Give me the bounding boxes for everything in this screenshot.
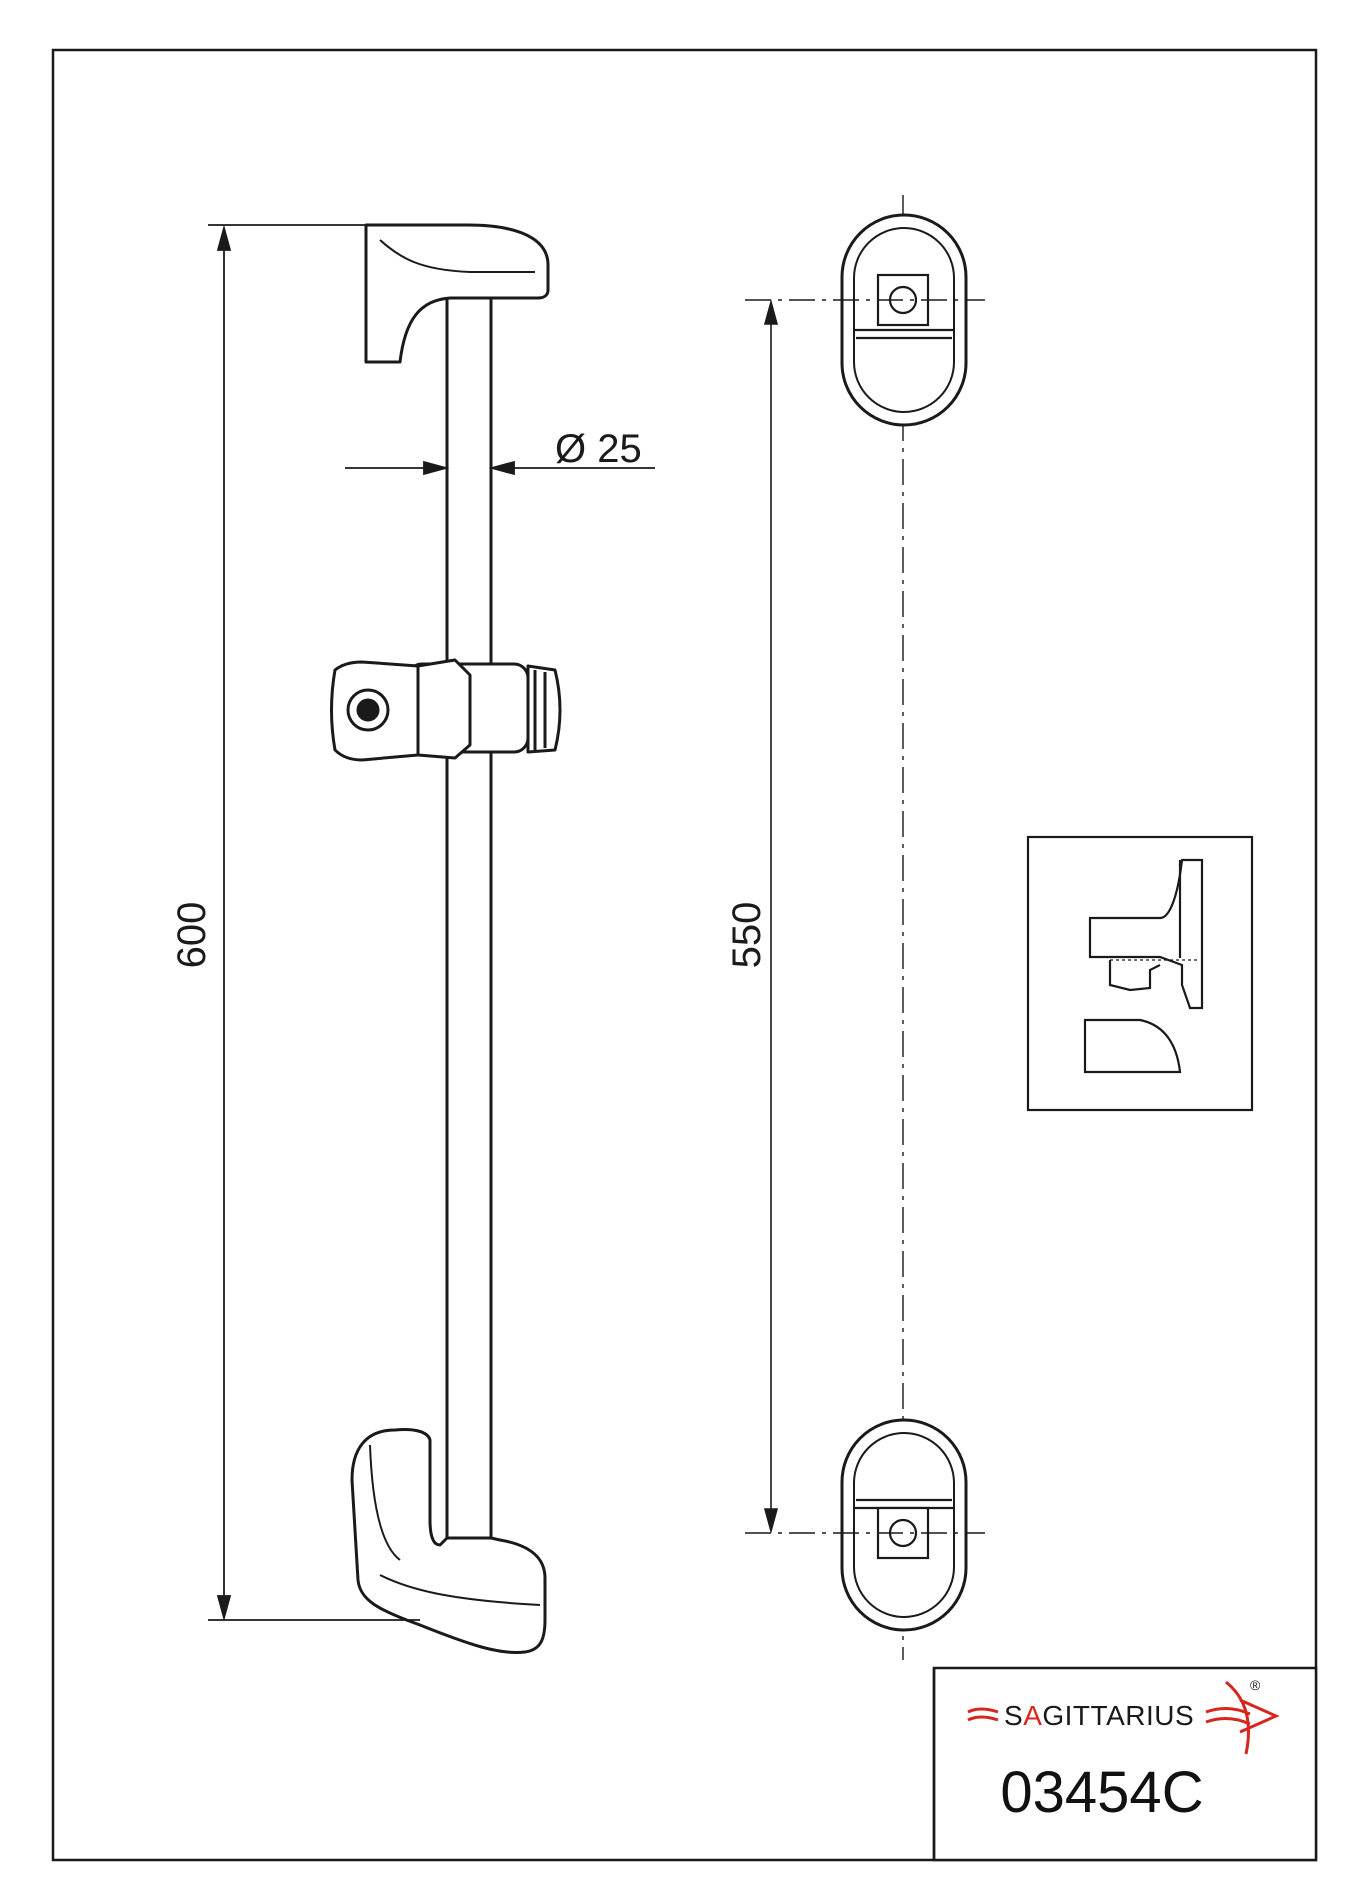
detail-inset: [1026, 835, 1254, 1112]
logo-arrow-icon: [1205, 1680, 1280, 1755]
drawing-frame: [51, 48, 1318, 1862]
product-code: 03454C: [1000, 1760, 1203, 1825]
dimension-overall-length: [208, 224, 420, 1622]
wall-bracket-bottom: [840, 1418, 968, 1632]
brand-logo: SAGITTARIUS ®: [967, 1677, 1280, 1755]
dimension-diameter-label: Ø 25: [555, 427, 642, 471]
dimension-600-label: 600: [170, 902, 214, 969]
logo-wave-left: [967, 1707, 999, 1722]
top-bracket-highlight: [379, 239, 535, 273]
rail-tube: [445, 296, 493, 1550]
registered-mark: ®: [1250, 1677, 1261, 1693]
dimension-550-label: 550: [725, 902, 769, 969]
dimension-diameter: [345, 460, 655, 476]
shower-rail-side-view: [330, 223, 562, 1654]
bottom-bracket: [350, 1428, 547, 1654]
brand-name: SAGITTARIUS: [1004, 1700, 1194, 1731]
title-block: [932, 1666, 1318, 1862]
bottom-bracket-highlight: [379, 1574, 541, 1606]
wall-bracket-top: [840, 213, 968, 427]
slider-holder: [330, 658, 562, 762]
dimension-mounting-distance: [745, 298, 985, 1535]
top-bracket: [364, 223, 550, 364]
